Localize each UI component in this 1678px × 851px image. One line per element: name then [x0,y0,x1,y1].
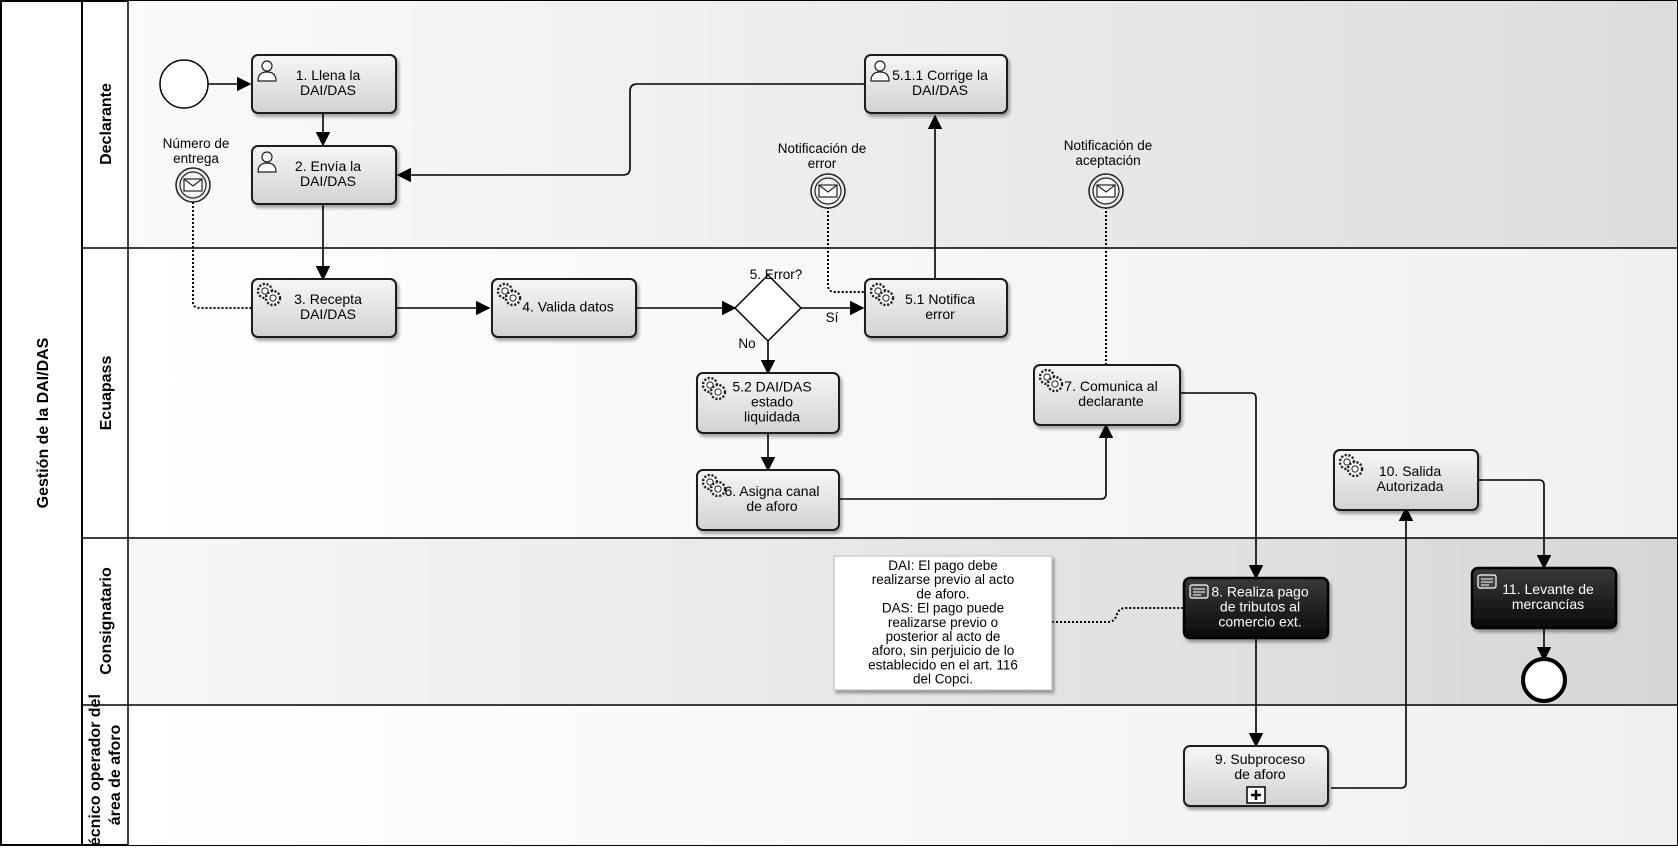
annotation-line: realizarse previo o [888,615,998,630]
envelope-icon [1096,184,1116,198]
task-label-line: 2. Envía la [295,158,361,174]
annotation-line: aforo, sin perjuicio de lo [872,643,1015,658]
start-event [159,59,209,109]
gateway-yes-label: Sí [826,310,839,325]
lane-label-declarante: Declarante [98,83,115,165]
task-label-line: DAI/DAS [300,306,356,322]
gateway-no-label: No [738,336,755,351]
annotation-line: DAS: El pago puede [882,601,1004,616]
task-label-line: 10. Salida [1379,463,1441,479]
end-event [1521,657,1567,703]
annotation-line: DAI: El pago debe [888,558,998,573]
service-gear-icon [256,282,282,307]
task-label-line: 4. Valida datos [522,299,614,315]
service-gear-icon [701,376,727,401]
task-label-line: 7. Comunica al [1064,378,1157,394]
task-label-line: 8. Realiza pago [1211,584,1309,600]
task-label-line: 5.1.1 Corrige la [892,67,988,83]
task-label-line: 3. Recepta [294,291,362,307]
message-label-line: aceptación [1075,153,1140,168]
task-label-line: declarante [1078,393,1144,409]
associations [192,202,1183,623]
message-label-line: entrega [173,151,219,166]
envelope-icon [818,184,838,198]
task-label-line: 9. Subproceso [1215,751,1305,767]
annotation-line: de aforo. [916,586,969,601]
flow-511-to-2 [396,83,865,183]
task-label-line: de aforo [1234,766,1286,782]
service-gear-icon [1038,368,1064,393]
lane-label-tecnico-line2: área de aforo [107,725,124,826]
message-label-line: error [808,156,837,171]
lane-label-tecnico-line1: Técnico operador del [87,694,104,846]
assoc-annotation-to-8 [1052,607,1183,623]
lane-labels: Declarante Ecuapass Consignatario Técnic… [87,83,124,851]
task-label-line: de tributos al [1220,599,1300,615]
assoc-m1-to-3 [192,202,252,309]
manual-task-icon [1477,574,1497,589]
lane-label-ecuapass: Ecuapass [98,356,115,431]
annotation-line: realizarse previo al acto [872,572,1015,587]
assoc-m2-to-51 [827,207,865,293]
task-label-line: DAI/DAS [300,82,356,98]
gateway-error: 5. Error? Sí No [733,267,839,351]
task-label-line: DAI/DAS [912,82,968,98]
task-label-line: 11. Levante de [1502,581,1594,597]
task-valida-datos[interactable]: 4. Valida datos [491,278,637,338]
service-gear-icon [869,282,895,307]
message-label-line: Notificación de [1064,138,1153,153]
service-gear-icon [496,282,522,307]
task-label-line: 5.2 DAI/DAS [732,379,811,395]
subprocess-plus-icon [1246,786,1266,804]
service-gear-icon [701,473,727,498]
message-label-line: Número de [163,136,230,151]
task-label-line: estado [751,394,793,410]
flow-7-to-8 [1181,392,1264,580]
user-icon [257,60,277,82]
pool-label: Gestión de la DAI/DAS [35,337,52,508]
task-label-line: comercio ext. [1218,614,1301,630]
task-label-line: liquidada [744,409,800,425]
task-label-line: de aforo [746,498,798,514]
lane-label-consignatario: Consignatario [98,567,115,675]
flow-6-to-7 [839,423,1114,500]
annotation-line: posterior al acto de [886,629,1001,644]
envelope-icon [183,178,203,192]
message-label-line: Notificación de [778,141,867,156]
service-gear-icon [1338,453,1364,478]
annotation-line: del Copci. [913,672,973,687]
task-label-line: Autorizada [1377,478,1444,494]
annotation-line: establecido en el art. 116 [868,657,1018,672]
manual-task-icon [1189,584,1209,599]
flow-9-to-10 [1331,506,1414,789]
task-label-line: 1. Llena la [296,67,361,83]
task-label-line: DAI/DAS [300,173,356,189]
flow-10-to-11 [1479,479,1552,570]
task-label-line: mercancías [1512,596,1584,612]
gateway-label: 5. Error? [750,267,803,282]
task-label-line: error [925,306,955,322]
task-label-line: 6. Asigna canal [725,483,820,499]
user-icon [257,151,277,173]
task-label-line: 5.1 Notifica [905,291,975,307]
sequence-flows [208,76,1552,789]
user-icon [870,60,890,82]
